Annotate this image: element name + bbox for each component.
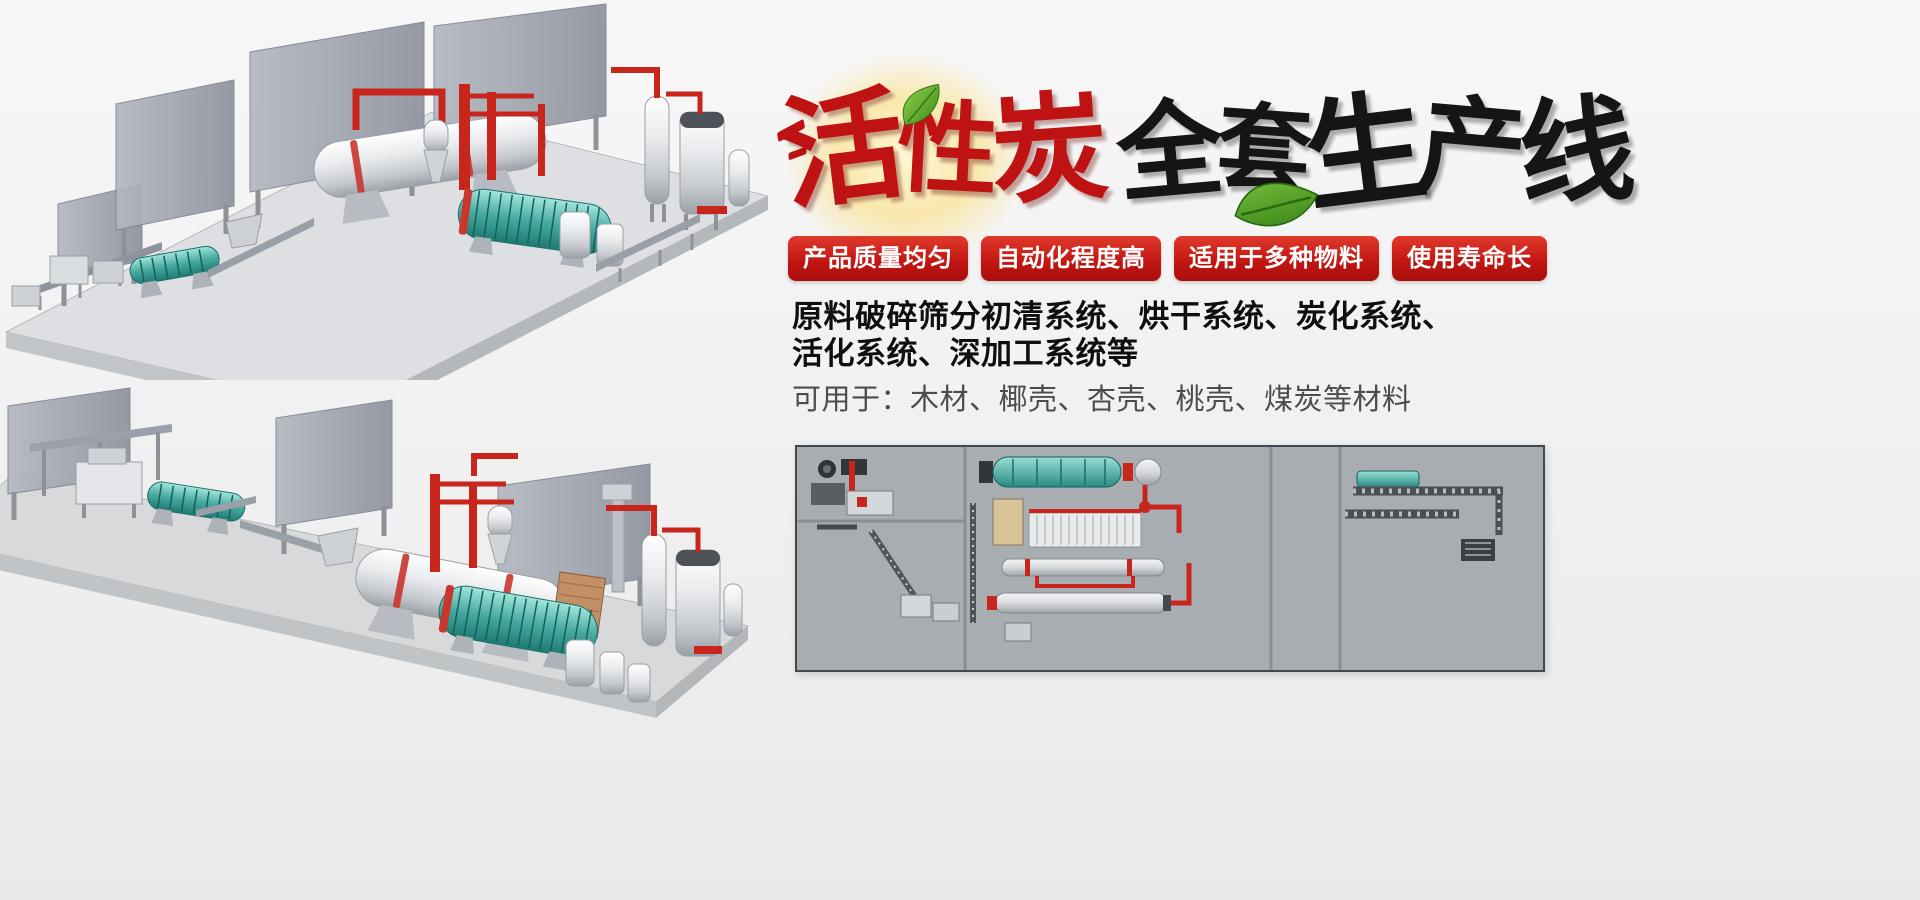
schematic-drying-carbonizing-section (970, 456, 1192, 642)
feature-badges: 产品质量均匀 自动化程度高 适用于多种物料 使用寿命长 (788, 236, 1547, 281)
incline-conveyor (208, 218, 314, 278)
production-line-render-bottom (0, 387, 750, 718)
badge-long-life: 使用寿命长 (1392, 236, 1547, 281)
bucket-elevator (601, 483, 633, 593)
materials-line: 可用于：木材、椰壳、杏壳、桃壳、煤炭等材料 (792, 382, 1412, 416)
red-piping-gantry (430, 453, 518, 572)
production-line-render-top (4, 3, 770, 380)
cyclone (423, 119, 449, 183)
white-tanks (565, 639, 651, 703)
furnace-tower (611, 67, 750, 230)
feeder-unit (75, 447, 143, 518)
badge-high-automation: 自动化程度高 (981, 236, 1161, 281)
leaf-icon (1234, 182, 1319, 227)
leaf-icon (902, 83, 940, 126)
feed-conveyor (11, 242, 162, 310)
hopper (225, 213, 263, 249)
badge-multi-material: 适用于多种物料 (1174, 236, 1379, 281)
desc-line-2: 活化系统、深加工系统等 (792, 336, 1139, 373)
transfer-conveyors (196, 496, 332, 556)
red-piping-gantry (352, 84, 545, 190)
furnace-tower (606, 505, 743, 657)
activation-drum (438, 584, 598, 671)
systems-description: 原料破碎筛分初清系统、烘干系统、炭化系统、 活化系统、深加工系统等 (792, 299, 1454, 373)
small-teal-drum (129, 245, 220, 299)
badge-uniform-quality: 产品质量均匀 (788, 236, 968, 281)
title-full-production-line: 全套生产线 (1111, 73, 1639, 230)
desc-line-1: 原料破碎筛分初清系统、烘干系统、炭化系统、 (792, 299, 1454, 335)
schematic-packing-section (1345, 470, 1503, 561)
hopper (317, 527, 359, 567)
plant-layout-schematic (795, 445, 1545, 672)
schematic-crushing-section (811, 459, 960, 622)
plant-layout-schematic-drawing (797, 447, 1543, 670)
discharge-conveyor (596, 214, 700, 282)
cyclone (487, 505, 513, 565)
crusher-units (49, 255, 124, 285)
